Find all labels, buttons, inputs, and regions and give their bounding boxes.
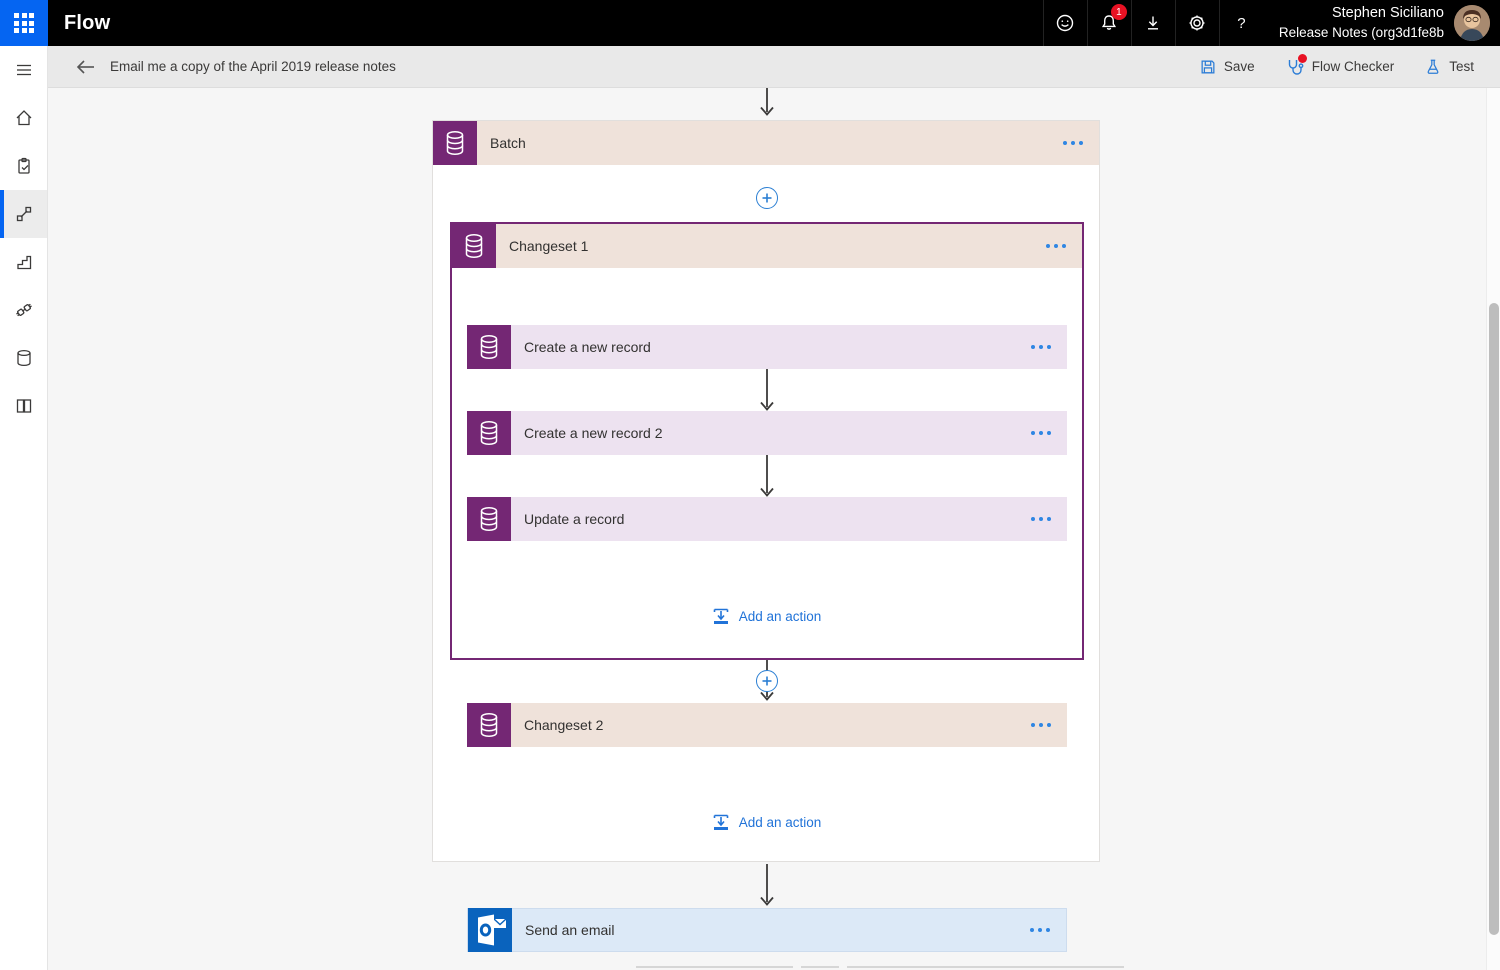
- changeset2-scope-header[interactable]: Changeset 2: [467, 703, 1067, 747]
- action-card-send-email[interactable]: Send an email: [467, 908, 1067, 952]
- save-label: Save: [1223, 59, 1255, 74]
- templates-icon: [16, 255, 31, 270]
- action-title: Create a new record: [524, 339, 651, 355]
- sidebar-item-connectors[interactable]: [0, 286, 47, 334]
- scrollbar-thumb[interactable]: [1489, 303, 1499, 935]
- next-card-edge: [636, 966, 793, 968]
- left-navigation: [0, 46, 48, 970]
- action-card-create-record-2[interactable]: Create a new record 2: [467, 411, 1067, 455]
- back-arrow-icon: [76, 59, 94, 74]
- flow-designer-canvas[interactable]: Batch: [48, 88, 1500, 970]
- batch-title: Batch: [490, 135, 526, 151]
- add-action-label: Add an action: [738, 814, 822, 830]
- nav-menu-toggle[interactable]: [0, 46, 47, 94]
- next-card-edge: [801, 966, 839, 968]
- test-label: Test: [1449, 59, 1474, 74]
- changeset1-scope-header[interactable]: Changeset 1: [452, 224, 1082, 268]
- account-menu[interactable]: Stephen Siciliano Release Notes (org3d1f…: [1263, 0, 1500, 46]
- cds-icon: [467, 703, 511, 747]
- help-icon: ?: [1237, 14, 1246, 32]
- add-action-button[interactable]: Add an action: [711, 812, 822, 832]
- hamburger-icon: [16, 64, 31, 76]
- cds-icon: [467, 325, 511, 369]
- action-card-update-record[interactable]: Update a record: [467, 497, 1067, 541]
- connector-arrow: [758, 455, 776, 497]
- avatar[interactable]: [1454, 5, 1490, 41]
- app-title: Flow: [64, 11, 111, 34]
- cds-icon: [467, 497, 511, 541]
- flow-name: Email me a copy of the April 2019 releas…: [110, 59, 396, 74]
- connector-arrow: [758, 864, 776, 906]
- flow-checker-label: Flow Checker: [1311, 59, 1395, 74]
- sidebar-item-learn[interactable]: [0, 382, 47, 430]
- batch-more-menu[interactable]: [1063, 141, 1083, 145]
- save-button[interactable]: Save: [1199, 58, 1255, 76]
- my-flows-icon: [16, 206, 31, 222]
- changeset1-title: Changeset 1: [509, 238, 589, 254]
- action-more-menu[interactable]: [1031, 517, 1051, 521]
- waffle-icon: [14, 13, 34, 33]
- add-action-label: Add an action: [738, 608, 822, 624]
- help-button[interactable]: ?: [1218, 0, 1263, 46]
- environment-name: Release Notes (org3d1fe8b: [1278, 24, 1444, 40]
- action-title: Create a new record 2: [524, 425, 663, 441]
- action-more-menu[interactable]: [1031, 431, 1051, 435]
- insert-step-button[interactable]: [756, 187, 778, 209]
- connector-arrow: [758, 369, 776, 411]
- flow-checker-button[interactable]: Flow Checker: [1285, 53, 1395, 77]
- settings-button[interactable]: [1174, 0, 1219, 46]
- action-more-menu[interactable]: [1031, 345, 1051, 349]
- notification-badge: 1: [1110, 4, 1127, 20]
- stethoscope-icon: [1288, 59, 1304, 75]
- batch-scope-header[interactable]: Batch: [433, 121, 1099, 165]
- connector-arrow: [758, 88, 776, 116]
- user-name: Stephen Siciliano: [1331, 5, 1444, 22]
- feedback-button[interactable]: [1042, 0, 1087, 46]
- flow-toolbar: Email me a copy of the April 2019 releas…: [48, 46, 1500, 88]
- changeset1-more-menu[interactable]: [1046, 244, 1066, 248]
- avatar-image: [1454, 5, 1490, 41]
- changeset2-title: Changeset 2: [524, 717, 604, 733]
- app-header: Flow 1 ?: [0, 0, 1500, 46]
- action-card-create-record[interactable]: Create a new record: [467, 325, 1067, 369]
- cds-icon: [452, 224, 496, 268]
- learn-icon: [16, 399, 31, 413]
- add-action-icon: [713, 608, 729, 624]
- home-icon: [16, 110, 31, 126]
- back-button[interactable]: [72, 53, 100, 81]
- connectors-icon: [15, 303, 32, 317]
- cds-icon: [467, 411, 511, 455]
- add-action-icon: [713, 814, 729, 830]
- app-launcher-button[interactable]: [0, 0, 48, 46]
- cds-icon: [433, 121, 477, 165]
- test-button[interactable]: Test: [1424, 58, 1474, 76]
- flow-checker-alert-dot: [1297, 53, 1307, 63]
- add-action-button[interactable]: Add an action: [711, 606, 822, 626]
- flask-icon: [1427, 59, 1439, 74]
- gear-icon: [1189, 15, 1205, 31]
- approvals-icon: [17, 157, 30, 174]
- sidebar-item-home[interactable]: [0, 94, 47, 142]
- download-button[interactable]: [1130, 0, 1175, 46]
- outlook-icon: [468, 908, 512, 952]
- sidebar-item-approvals[interactable]: [0, 142, 47, 190]
- save-icon: [1201, 60, 1215, 73]
- sidebar-item-my-flows[interactable]: [0, 190, 47, 238]
- data-icon: [16, 349, 31, 367]
- action-more-menu[interactable]: [1030, 928, 1050, 932]
- changeset2-more-menu[interactable]: [1031, 723, 1051, 727]
- next-card-edge: [847, 966, 1124, 968]
- sidebar-item-data[interactable]: [0, 334, 47, 382]
- canvas-scrollbar[interactable]: [1486, 88, 1500, 970]
- download-icon: [1148, 16, 1159, 30]
- sidebar-item-templates[interactable]: [0, 238, 47, 286]
- action-title: Send an email: [525, 922, 615, 938]
- insert-step-button[interactable]: [756, 670, 778, 692]
- smiley-icon: [1057, 14, 1074, 32]
- notifications-button[interactable]: 1: [1086, 0, 1131, 46]
- action-title: Update a record: [524, 511, 625, 527]
